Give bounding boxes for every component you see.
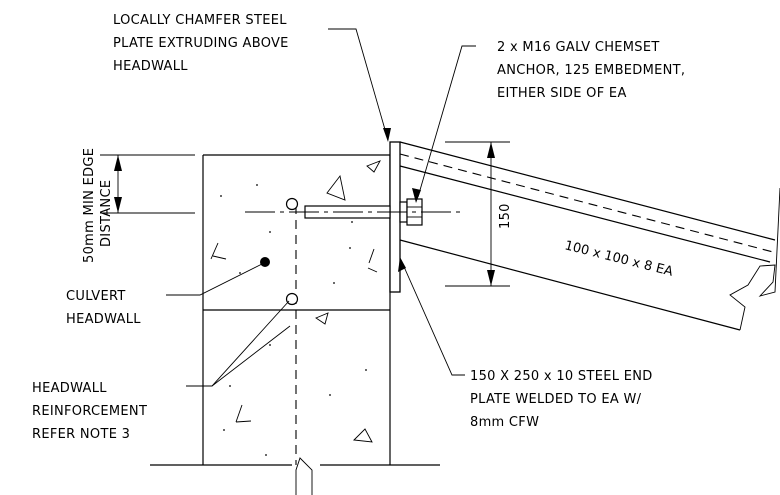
dimension-150	[445, 141, 510, 287]
edge-distance-label: 50mm MIN EDGE DISTANCE	[82, 143, 114, 263]
edge-distance-dimension	[100, 154, 195, 214]
leader-lines	[166, 28, 476, 387]
culvert-dot	[260, 257, 270, 267]
break-line	[295, 457, 313, 495]
culvert-note: CULVERT HEADWALL	[66, 289, 141, 327]
angle-section	[399, 141, 780, 331]
anchor-note: 2 x M16 GALV CHEMSET ANCHOR, 125 EMBEDME…	[497, 40, 690, 101]
rebar-mid	[285, 292, 299, 306]
reinforcement-note: HEADWALL REINFORCEMENT REFER NOTE 3	[32, 381, 152, 442]
angle-section-label: 100 x 100 x 8 EA	[563, 238, 674, 279]
concrete-hatch	[210, 160, 381, 456]
rebar-top	[285, 197, 299, 211]
end-plate-note: 150 X 250 x 10 STEEL END PLATE WELDED TO…	[470, 369, 657, 430]
dimension-150-label: 150	[498, 203, 513, 229]
chamfer-note: LOCALLY CHAMFER STEEL PLATE EXTRUDING AB…	[113, 13, 293, 74]
anchor-bolt	[304, 198, 426, 226]
